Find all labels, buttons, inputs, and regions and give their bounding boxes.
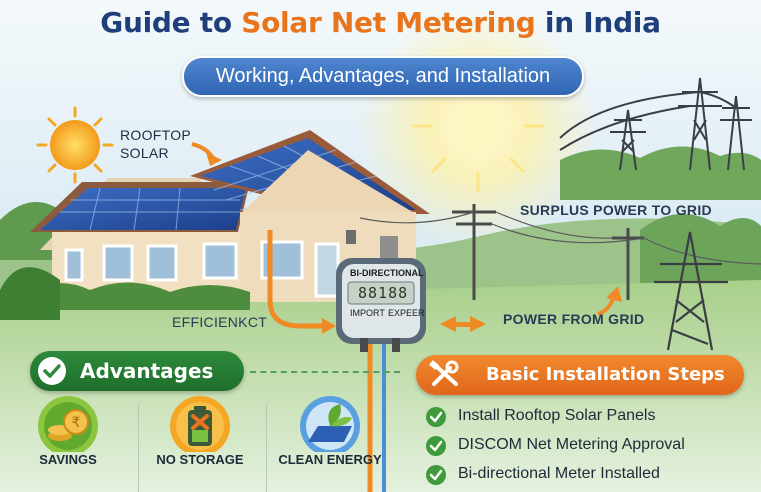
step-text: DISCOM Net Metering Approval [458,436,685,453]
check-circle-icon [38,357,66,385]
meter-header: BI-DIRECTIONAL [350,268,424,278]
advantage-label: NO STORAGE [156,452,244,467]
divider [266,404,267,492]
check-circle-icon [426,407,446,427]
meter-import-label: IMPORT [350,308,385,318]
tools-icon [429,360,459,386]
advantages-header: Advantages [30,351,244,391]
sun-icon [36,106,114,184]
installation-title: Basic Installation Steps [486,364,725,385]
advantage-label: CLEAN ENERGY [278,452,382,467]
list-item: Bi-directional Meter Installed [426,463,756,492]
advantages-title: Advantages [80,359,214,383]
rooftop-label-line2: SOLAR [120,145,169,161]
svg-text:₹: ₹ [72,415,81,431]
subtitle-text: Working, Advantages, and Installation [215,65,551,87]
power-from-grid-label: POWER FROM GRID [503,311,645,327]
advantage-label: SAVINGS [39,452,97,467]
installation-header: Basic Installation Steps [416,355,744,395]
rooftop-label-line1: ROOFTOP [120,127,192,143]
solar-leaf-icon [300,396,360,452]
surplus-power-label: SURPLUS POWER TO GRID [520,202,712,218]
check-circle-icon [426,436,446,456]
subtitle-pill: Working, Advantages, and Installation [182,56,584,97]
check-circle-icon [426,465,446,485]
coins-icon: ₹ [38,396,98,452]
meter-export-label: EXPEER [388,308,425,318]
advantages-divider [250,371,400,373]
list-item: Install Rooftop Solar Panels [426,405,756,434]
list-item: DISCOM Net Metering Approval [426,434,756,463]
step-text: Install Rooftop Solar Panels [458,407,656,424]
title-highlight: Solar Net Metering [241,6,536,39]
step-text: Bi-directional Meter Installed [458,465,660,482]
page-title: Guide to Solar Net Metering in India [0,6,761,39]
rooftop-solar-label: ROOFTOP SOLAR [120,126,230,162]
meter-display: 88188 [358,284,409,302]
efficiency-label: EFFICIENKCT [172,314,268,330]
title-part-1: Guide to [100,6,242,39]
title-part-3: in India [535,6,661,39]
bi-directional-meter-icon [336,258,426,352]
divider [138,404,139,492]
installation-steps: Install Rooftop Solar Panels DISCOM Net … [426,405,756,492]
no-battery-icon [170,396,230,452]
